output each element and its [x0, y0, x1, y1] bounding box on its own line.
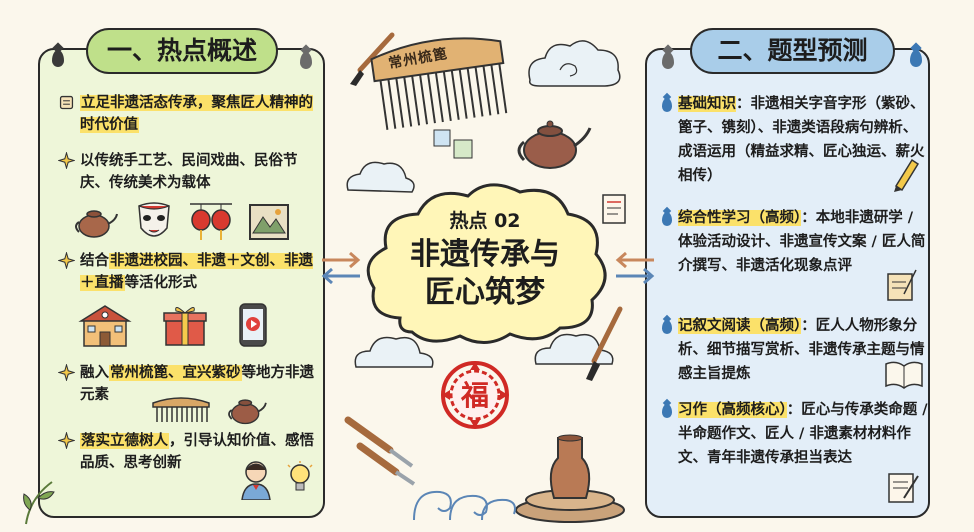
left-panel-header: 一、热点概述 [86, 28, 278, 74]
brush-icon [350, 32, 395, 86]
forecast-item-2-lead: 综合性学习（高频） [678, 210, 802, 226]
forecast-item-4-text: ：匠心与传承类命题 / 半命题作文、匠人 / 非遗素材材料作文、青年非遗传承担当… [678, 402, 928, 466]
forecast-item-composition: 习作（高频核心）：匠心与传承类命题 / 半命题作文、匠人 / 非遗素材材料作文、… [660, 398, 928, 470]
writing-paper-icon [888, 473, 919, 503]
overview-item-4-prefix: 融入 [80, 365, 109, 381]
double-arrow-right-icon [615, 251, 655, 285]
water-drop-icon [662, 212, 672, 226]
bamboo-leaf-icon [23, 481, 55, 525]
paper-cut-fu-icon: 福 [441, 361, 509, 429]
overview-item-3: 结合非遗进校园、非遗＋文创、非遗＋直播等活化形式 [58, 250, 318, 294]
overview-icons-row-4 [238, 458, 314, 500]
forecast-item-1-lead: 基础知识 [678, 96, 736, 112]
sparkle-icon [58, 364, 75, 381]
auspicious-cloud-icon [354, 336, 434, 368]
pottery-wheel-icon [515, 434, 625, 523]
comb-icon [370, 37, 508, 130]
color-tiles-icon [433, 129, 473, 159]
ink-drop-icon [910, 50, 922, 67]
scroll-quill-icon [887, 269, 917, 301]
right-panel-header: 二、题型预测 [690, 28, 895, 74]
center-cloud [366, 183, 607, 344]
brush-icon [586, 306, 623, 381]
forecast-item-3-text: ：匠人人物形象分析、细节描写赏析、非遗传承主题与情感主旨提炼 [678, 318, 925, 382]
teapot-icon [517, 120, 592, 169]
overview-item-5: 落实立德树人，引导认知价值、感悟品质、思考创新 [58, 430, 318, 474]
question-forecast-panel [645, 48, 930, 518]
overview-item-4-highlight: 常州梳篦、宜兴紫砂 [109, 365, 242, 381]
ink-drop-icon [662, 52, 674, 69]
overview-item-2-text: 以传统手工艺、民间戏曲、民俗节庆、传统美术为载体 [80, 153, 298, 191]
hotspot-title-line-1: 非遗传承与 [410, 237, 560, 272]
overview-icons-row-2 [78, 302, 268, 348]
hotspot-title: 非遗传承与 匠心筑梦 [360, 236, 610, 312]
forecast-item-3-lead: 记叙文阅读（高频） [678, 318, 802, 334]
teapot-icon [75, 210, 118, 238]
forecast-item-2-text: ：本地非遗研学 / 体验活动设计、非遗宣传文案 / 匠人简介撰写、非遗活化现象点… [678, 210, 926, 274]
overview-icons-row-3 [150, 392, 272, 428]
forecast-item-narrative-reading: 记叙文阅读（高频）：匠人人物形象分析、细节描写赏析、非遗传承主题与情感主旨提炼 [660, 314, 928, 386]
ink-drop-icon [52, 50, 64, 67]
student-icon [241, 461, 271, 500]
forecast-item-integrated-learning: 综合性学习（高频）：本地非遗研学 / 体验活动设计、非遗宣传文案 / 匠人简介撰… [660, 206, 928, 278]
overview-item-3-prefix: 结合 [80, 253, 109, 269]
hotspot-number: 热点 02 [449, 210, 521, 232]
auspicious-cloud-icon [346, 161, 415, 193]
hotspot-title-line-2: 匠心筑梦 [425, 275, 545, 310]
pencil-icon [894, 158, 920, 192]
lightbulb-icon [287, 461, 313, 491]
document-icon [602, 194, 626, 224]
auspicious-cloud-icon [528, 40, 621, 87]
waves-icon [413, 490, 516, 521]
double-arrow-left-icon [321, 251, 361, 285]
sparkle-icon [58, 252, 75, 269]
carving-tools-icon [344, 416, 416, 486]
lanterns-icon [190, 203, 232, 240]
forecast-item-basic-knowledge: 基础知识：非遗相关字音字形（紫砂、篦子、镌刻）、非遗类语段病句辨析、成语运用（精… [660, 92, 928, 188]
overview-item-2: 以传统手工艺、民间戏曲、民俗节庆、传统美术为载体 [58, 150, 318, 194]
water-drop-icon [662, 404, 672, 418]
ink-drop-icon [300, 52, 312, 69]
overview-item-5-suffix: ，引导认知价值、感悟品质、思考创新 [80, 433, 314, 471]
overview-item-1: 立足非遗活态传承，聚焦匠人精神的时代价值 [58, 92, 318, 136]
teapot-icon [228, 399, 267, 425]
forecast-item-1-text: ：非遗相关字音字形（紫砂、篦子、镌刻）、非遗类语段病句辨析、成语运用（精益求精、… [678, 96, 925, 184]
landscape-painting-icon [249, 204, 289, 240]
gift-box-icon [163, 307, 207, 346]
overview-item-4-suffix: 等地方非遗元素 [80, 365, 314, 403]
sparkle-icon [58, 432, 75, 449]
opera-mask-icon [138, 202, 170, 237]
sparkle-icon [58, 152, 75, 169]
overview-item-3-suffix: 等活化形式 [124, 275, 198, 291]
water-drop-icon [662, 98, 672, 112]
forecast-item-4-lead: 习作（高频核心） [678, 402, 787, 418]
school-icon [78, 305, 132, 347]
overview-icons-row-1 [72, 200, 290, 244]
phone-live-icon [239, 303, 267, 347]
paper-cut-character: 福 [460, 379, 489, 412]
overview-item-1-text: 立足非遗活态传承，聚焦匠人精神的时代价值 [80, 95, 313, 133]
overview-item-4: 融入常州梳篦、宜兴紫砂等地方非遗元素 [58, 362, 318, 406]
open-book-icon [885, 361, 923, 389]
scroll-icon [59, 95, 74, 110]
overview-item-5-highlight: 落实立德树人 [80, 433, 169, 449]
water-drop-icon [662, 320, 672, 334]
comb-icon [152, 397, 210, 422]
